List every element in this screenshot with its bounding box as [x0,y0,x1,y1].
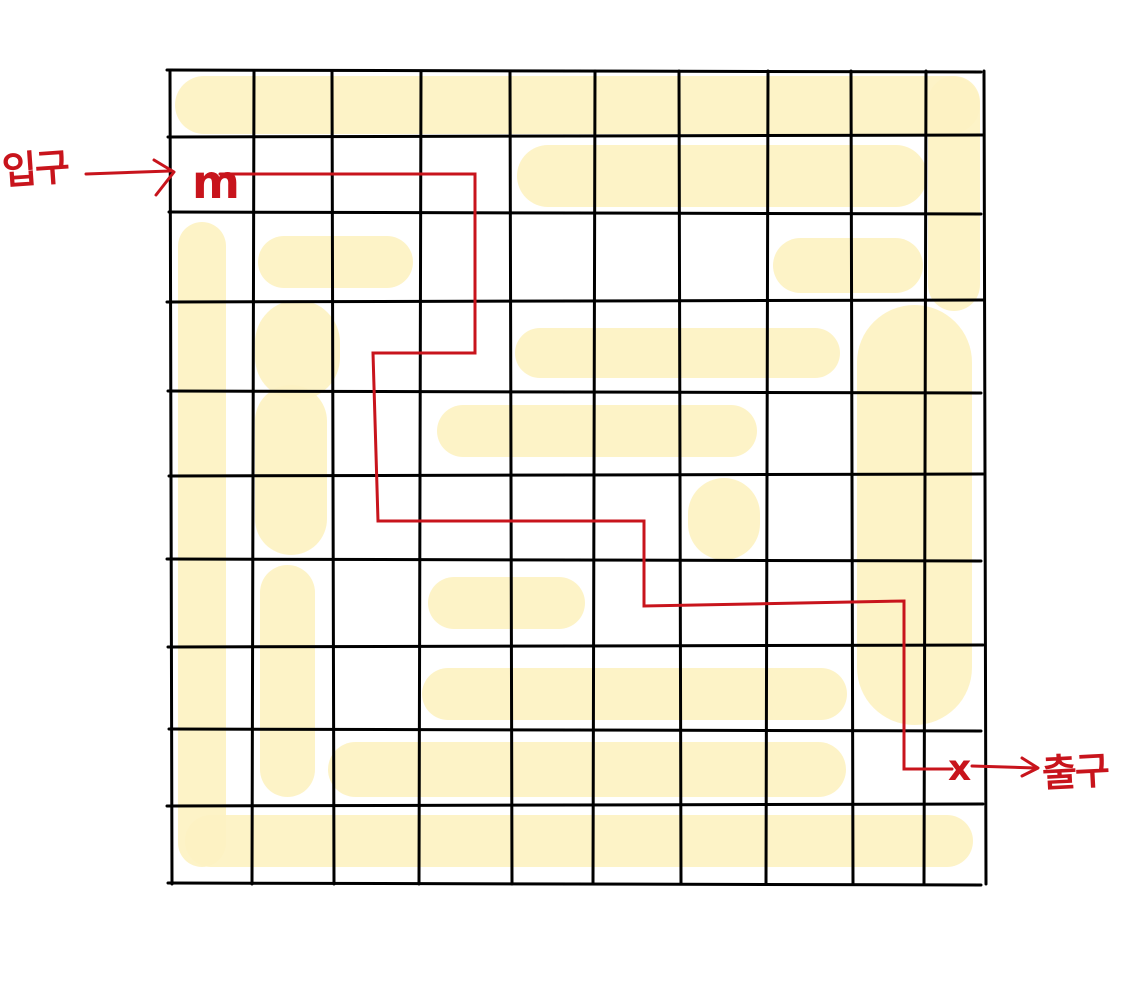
exit-mark: x [948,748,971,789]
highlight-band [517,145,927,207]
highlight-band [328,742,846,797]
maze-grid [165,68,988,887]
maze-path [218,172,954,771]
grid-line-vertical [677,69,683,886]
grid-line-vertical [330,69,336,886]
highlight-band [773,238,923,293]
highlight-band [255,385,327,555]
grid-line-vertical [922,69,928,886]
highlight-band [688,478,760,560]
highlight-layer [175,76,980,867]
grid-line-horizontal [165,557,983,563]
grid-line-vertical [849,69,855,886]
grid-line-horizontal [167,210,983,216]
entrance-mark: m [192,155,240,209]
highlight-band [185,815,973,867]
highlight-band [255,300,340,400]
highlight-band [857,305,972,725]
highlight-band [422,668,847,720]
grid-line-horizontal [165,802,985,808]
grid-line-horizontal [166,881,983,887]
highlight-band [178,222,226,867]
grid-line-vertical [168,69,174,886]
exit-arrow-shaft [970,764,1038,770]
entrance-arrow-head [152,158,176,197]
entrance-arrow-shaft [84,169,172,176]
highlight-band [175,76,980,134]
highlight-band [428,577,585,629]
arrow-layer [84,158,1040,778]
grid-line-horizontal [166,133,985,139]
exit-arrow-head [1020,756,1040,778]
grid-line-vertical [508,69,514,886]
grid-line-horizontal [167,727,983,733]
grid-line-vertical [982,69,988,886]
highlight-band [260,565,315,797]
grid-line-horizontal [166,643,985,649]
grid-line-horizontal [166,389,983,395]
grid-line-horizontal [165,68,983,74]
grid-line-vertical [417,69,423,886]
grid-line-vertical [250,69,256,886]
grid-line-vertical [764,69,770,886]
solution-path [218,172,954,771]
highlight-band [437,405,757,457]
entrance-label: 입구 [0,144,70,194]
grid-line-horizontal [167,472,985,478]
exit-label: 출구 [1040,748,1110,796]
grid-line-horizontal [165,298,985,304]
highlight-band [258,236,413,288]
highlight-band [928,76,980,311]
highlight-band [515,328,840,378]
grid-line-vertical [591,69,597,886]
